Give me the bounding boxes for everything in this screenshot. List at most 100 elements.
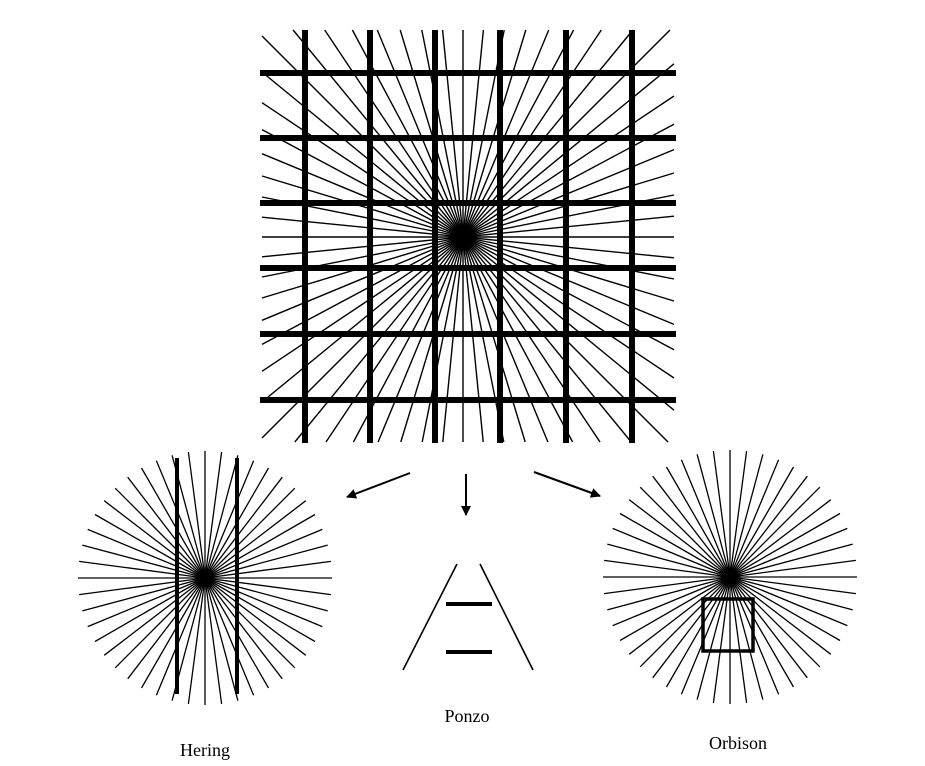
orbison-center-hub bbox=[724, 571, 736, 583]
ray bbox=[729, 576, 841, 642]
top-ray bbox=[261, 128, 464, 238]
ponzo-right-rail bbox=[479, 563, 534, 671]
top-ray bbox=[261, 102, 464, 238]
orbison-label: Orbison bbox=[709, 733, 767, 753]
ray bbox=[82, 577, 206, 612]
ray bbox=[729, 576, 853, 611]
ray bbox=[652, 475, 731, 578]
ray bbox=[729, 454, 764, 578]
ray bbox=[140, 467, 206, 579]
top-ray bbox=[261, 236, 464, 372]
orbison-illusion bbox=[603, 450, 857, 704]
top-ray bbox=[462, 236, 549, 443]
ray bbox=[729, 543, 853, 578]
ray bbox=[204, 577, 255, 696]
ray bbox=[204, 455, 239, 579]
top-ray bbox=[400, 236, 464, 443]
ray bbox=[94, 577, 206, 643]
ray bbox=[79, 577, 206, 596]
ray bbox=[729, 451, 748, 578]
ray bbox=[114, 577, 206, 669]
ray bbox=[204, 577, 331, 596]
ray bbox=[607, 543, 731, 578]
ray bbox=[204, 577, 223, 704]
ray bbox=[114, 487, 206, 579]
top-ray bbox=[261, 175, 464, 238]
ray bbox=[187, 452, 206, 579]
ray bbox=[204, 452, 223, 579]
hering-center-hub bbox=[199, 572, 211, 584]
ray bbox=[628, 499, 731, 578]
ray bbox=[103, 500, 206, 579]
ray bbox=[155, 577, 206, 696]
top-ray bbox=[261, 236, 464, 346]
top-ray bbox=[261, 236, 464, 403]
top-ray bbox=[261, 236, 464, 258]
ray bbox=[639, 486, 731, 578]
combined-illusion bbox=[260, 29, 676, 443]
ray bbox=[187, 577, 206, 704]
ray bbox=[103, 577, 206, 656]
top-ray bbox=[261, 236, 464, 321]
ray bbox=[628, 576, 731, 655]
top-grid-lines bbox=[260, 30, 676, 443]
ray bbox=[204, 544, 328, 579]
top-ray bbox=[462, 236, 601, 443]
ponzo-illusion bbox=[402, 563, 534, 671]
ray bbox=[729, 576, 795, 688]
ray bbox=[82, 544, 206, 579]
ray bbox=[204, 476, 283, 579]
ray bbox=[729, 576, 808, 679]
top-ray bbox=[442, 236, 464, 443]
ponzo-label: Ponzo bbox=[444, 706, 490, 726]
ray bbox=[204, 577, 296, 669]
top-center-hub bbox=[456, 230, 470, 244]
ray bbox=[204, 500, 307, 579]
ray bbox=[204, 513, 316, 579]
hering-label: Hering bbox=[180, 740, 230, 760]
arrow-right bbox=[533, 471, 601, 498]
top-ray bbox=[462, 236, 526, 443]
ray bbox=[652, 576, 731, 679]
ray bbox=[729, 499, 832, 578]
ray bbox=[87, 577, 206, 628]
ray bbox=[729, 459, 780, 578]
ray bbox=[204, 528, 323, 579]
ray bbox=[79, 560, 206, 579]
ray bbox=[204, 460, 255, 579]
ray bbox=[204, 577, 316, 643]
ray bbox=[729, 527, 848, 578]
top-ray bbox=[261, 71, 464, 238]
ray bbox=[696, 454, 731, 578]
ray bbox=[204, 577, 328, 612]
ponzo-left-rail bbox=[402, 563, 458, 671]
top-ray bbox=[462, 236, 632, 443]
ray bbox=[729, 576, 764, 700]
ray bbox=[204, 577, 323, 628]
top-ray bbox=[261, 216, 464, 238]
top-ray bbox=[377, 236, 464, 443]
ray bbox=[127, 577, 206, 680]
ray bbox=[204, 577, 283, 680]
ray bbox=[612, 576, 731, 627]
ray bbox=[639, 576, 731, 668]
ray bbox=[204, 577, 239, 701]
ray bbox=[87, 528, 206, 579]
ray bbox=[680, 459, 731, 578]
top-ray bbox=[462, 236, 574, 443]
ray bbox=[607, 576, 731, 611]
ray bbox=[680, 576, 731, 695]
ray bbox=[204, 560, 331, 579]
ray bbox=[729, 576, 848, 627]
ray bbox=[140, 577, 206, 689]
hering-illusion bbox=[78, 451, 332, 705]
arrow-left bbox=[346, 472, 411, 499]
ray bbox=[127, 476, 206, 579]
top-ray bbox=[421, 236, 464, 443]
ray bbox=[665, 466, 731, 578]
ray bbox=[612, 527, 731, 578]
ray bbox=[729, 576, 856, 595]
top-ray bbox=[261, 153, 464, 238]
ray bbox=[729, 486, 821, 578]
ray bbox=[204, 487, 296, 579]
